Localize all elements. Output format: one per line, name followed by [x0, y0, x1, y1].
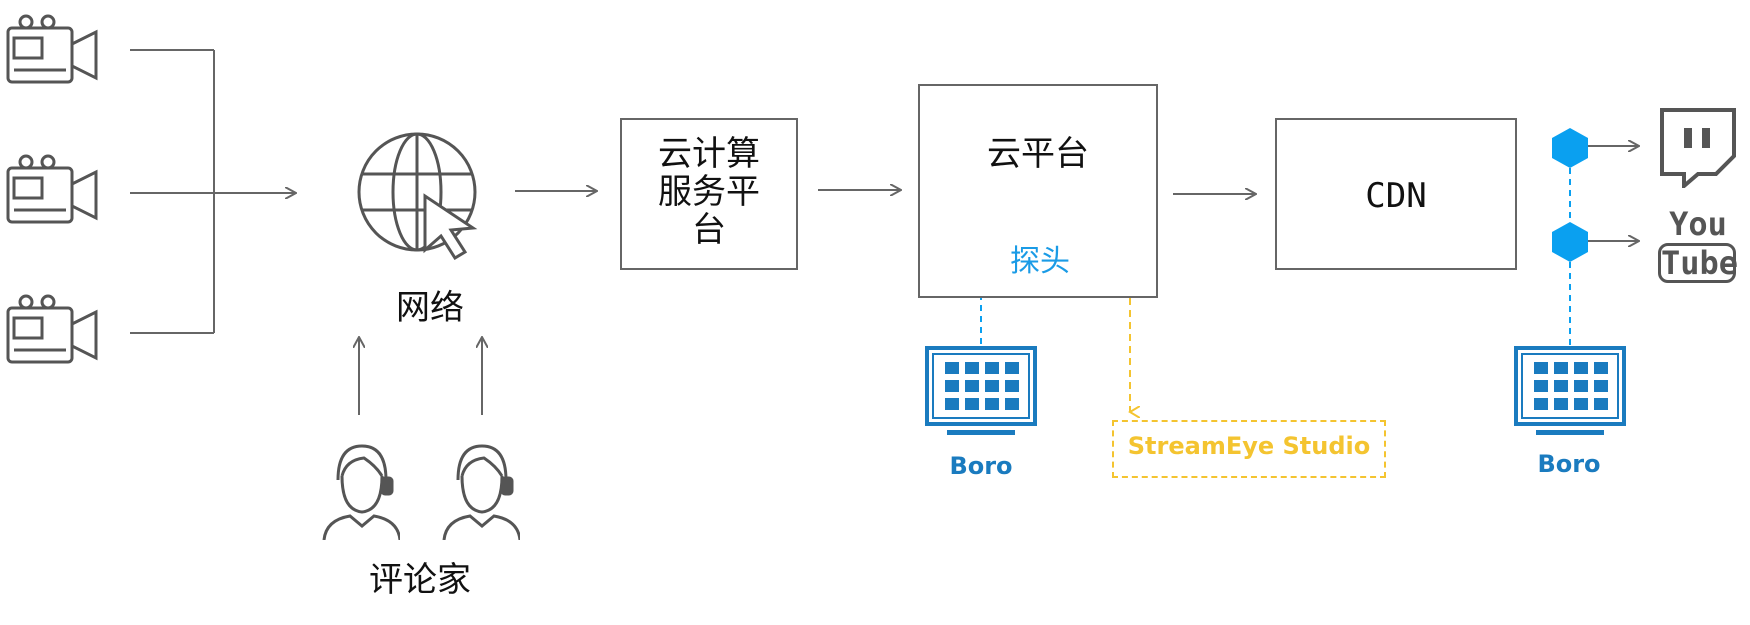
commentators-label: 评论家 — [369, 560, 471, 600]
headset-person-icon — [322, 444, 400, 540]
youtube-tube-text: Tube — [1661, 244, 1739, 282]
monitor-grid-icon — [925, 346, 1037, 435]
cloud-platform-label: 云平台 — [987, 134, 1089, 174]
youtube-icon: You Tube — [1656, 205, 1740, 283]
youtube-tube-frame: Tube — [1658, 243, 1739, 283]
cloud-compute-line-3: 台 — [692, 210, 726, 250]
boro-left-label: Boro — [949, 452, 1013, 480]
cdn-label: CDN — [1365, 176, 1427, 216]
video-camera-icon — [6, 154, 98, 224]
boro-right-label: Boro — [1537, 450, 1601, 478]
probe-hexagons-right — [1552, 128, 1588, 345]
camera-merge-lines — [130, 49, 295, 334]
globe-cursor-icon — [357, 132, 478, 260]
cloud-compute-line-1: 云计算 — [658, 134, 760, 174]
cdn-box: CDN — [1275, 118, 1517, 270]
streameye-studio-box: StreamEye Studio — [1112, 420, 1386, 478]
video-camera-icon — [6, 14, 98, 84]
video-camera-icon — [6, 294, 98, 364]
streameye-studio-label: StreamEye Studio — [1127, 432, 1371, 460]
commentator-arrows — [359, 338, 482, 415]
cloud-compute-box: 云计算 服务平 台 — [620, 118, 798, 270]
twitch-icon — [1660, 108, 1736, 188]
cloud-platform-box: 云平台 — [918, 84, 1158, 298]
monitor-grid-icon — [1514, 346, 1626, 435]
headset-person-icon — [442, 444, 520, 540]
network-label: 网络 — [396, 288, 464, 328]
cloud-compute-line-2: 服务平 — [658, 172, 760, 212]
youtube-you-text: You — [1669, 205, 1727, 243]
probe-label: 探头 — [1010, 244, 1070, 279]
